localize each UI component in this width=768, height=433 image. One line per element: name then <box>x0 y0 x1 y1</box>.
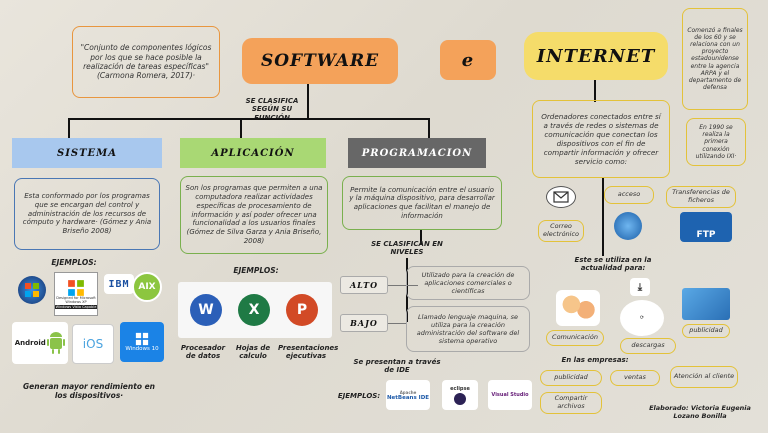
download-icon: ⤓ <box>630 278 650 296</box>
sistema-ejemplos-label: EJEMPLOS: <box>51 258 97 267</box>
internet-history-origin: Comenzó a finales de los 60 y se relacio… <box>682 8 748 110</box>
comunicacion-image <box>556 290 600 326</box>
classify-label: SE CLASIFICA SEGÚN SU FUNCIÓN <box>245 97 299 122</box>
windows-xp-badge-icon: Designed for Microsoft Windows XP Window… <box>54 272 98 316</box>
descargas-use: descargas <box>620 338 676 354</box>
eclipse-label: eclipse <box>450 385 470 392</box>
excel-caption: Hojas de calculo <box>235 344 271 360</box>
os-caption: Generan mayor rendimiento en los disposi… <box>22 382 156 400</box>
acceso-globe-icon <box>614 212 642 240</box>
empresa-ventas: ventas <box>610 370 660 386</box>
level-alto-description: Utilizado para la creación de aplicacion… <box>406 266 530 300</box>
visual-studio-label: Visual Studio <box>491 392 529 398</box>
ftp-icon: FTP <box>680 212 732 242</box>
empresa-atencion: Atención al cliente <box>670 366 738 388</box>
programacion-header: PROGRAMACION <box>348 138 486 168</box>
software-definition-quote: "Conjunto de componentes lógicos por los… <box>72 26 220 98</box>
levels-label: SE CLASIFICAN EN NIVELES <box>371 240 443 256</box>
publicidad-use: publicidad <box>682 324 730 338</box>
windows-xp-text: Designed for Microsoft Windows XP <box>56 296 96 304</box>
level-bajo: BAJO <box>340 314 388 332</box>
apache-label: Apache <box>399 389 417 395</box>
powerpoint-icon: P <box>286 294 318 326</box>
acceso-service: acceso <box>604 186 654 204</box>
powerpoint-caption: Presentaciones ejecutivas <box>278 344 339 360</box>
empresa-compartir: Compartir archivos <box>540 392 602 414</box>
empresa-publicidad: publicidad <box>540 370 602 386</box>
netbeans-label: NetBeans IDE <box>386 394 430 401</box>
windows10-logo-icon: Windows 10 <box>120 322 164 362</box>
ide-ejemplos-label: EJEMPLOS: <box>337 392 381 400</box>
publicidad-image <box>682 288 730 320</box>
correo-service: Correo electrónico <box>538 220 584 242</box>
windows10-label: Windows 10 <box>125 346 159 352</box>
ios-logo-icon: iOS <box>72 324 114 364</box>
internet-history-1990: En 1990 se realiza la primera conexión u… <box>686 118 746 166</box>
windows-xp-sub: Windows Vista Capable <box>55 304 97 309</box>
debian-logo-icon: ⟳ <box>620 300 664 336</box>
word-caption: Procesador de datos <box>180 344 226 360</box>
transferencias-service: Transferencias de ficheros <box>666 186 736 208</box>
level-bajo-description: Llamado lenguaje maquina, se utiliza par… <box>406 306 530 352</box>
visual-studio-logo-icon: Visual Studio <box>488 380 532 410</box>
internet-title: INTERNET <box>524 32 668 80</box>
word-icon: W <box>190 294 222 326</box>
ibm-logo-icon: IBM <box>104 274 134 294</box>
internet-description: Ordenadores conectados entre sí a través… <box>532 100 670 178</box>
aix-logo-icon: AIX <box>132 272 162 302</box>
and-connector: e <box>440 40 496 80</box>
netbeans-logo-icon: Apache NetBeans IDE <box>386 380 430 410</box>
excel-icon: X <box>238 294 270 326</box>
empresas-label: En las empresas: <box>561 356 629 364</box>
software-title: SOFTWARE <box>242 38 398 84</box>
level-alto: ALTO <box>340 276 388 294</box>
eclipse-logo-icon: eclipse <box>442 380 478 410</box>
aplicacion-description: Son los programas que permiten a una com… <box>180 176 328 254</box>
android-label: Android <box>14 339 46 347</box>
android-logo-icon: Android <box>12 322 68 364</box>
aplicacion-header: APLICACIÓN <box>180 138 326 168</box>
author-credit: Elaborado: Victoria Eugenia Lozano Bonil… <box>649 404 751 420</box>
sistema-description: Esta conformado por los programas que se… <box>14 178 160 250</box>
windows-logo-icon <box>18 276 46 304</box>
programacion-description: Permite la comunicación entre el usuario… <box>342 176 502 230</box>
sistema-header: SISTEMA <box>12 138 162 168</box>
comunicacion-use: Comunicación <box>546 330 604 346</box>
ide-label: Se presentan a través de IDE <box>353 358 441 374</box>
actualidad-label: Este se utiliza en la actualidad para: <box>574 256 652 272</box>
email-icon <box>546 186 576 208</box>
aplicacion-ejemplos-label: EJEMPLOS: <box>233 266 279 275</box>
